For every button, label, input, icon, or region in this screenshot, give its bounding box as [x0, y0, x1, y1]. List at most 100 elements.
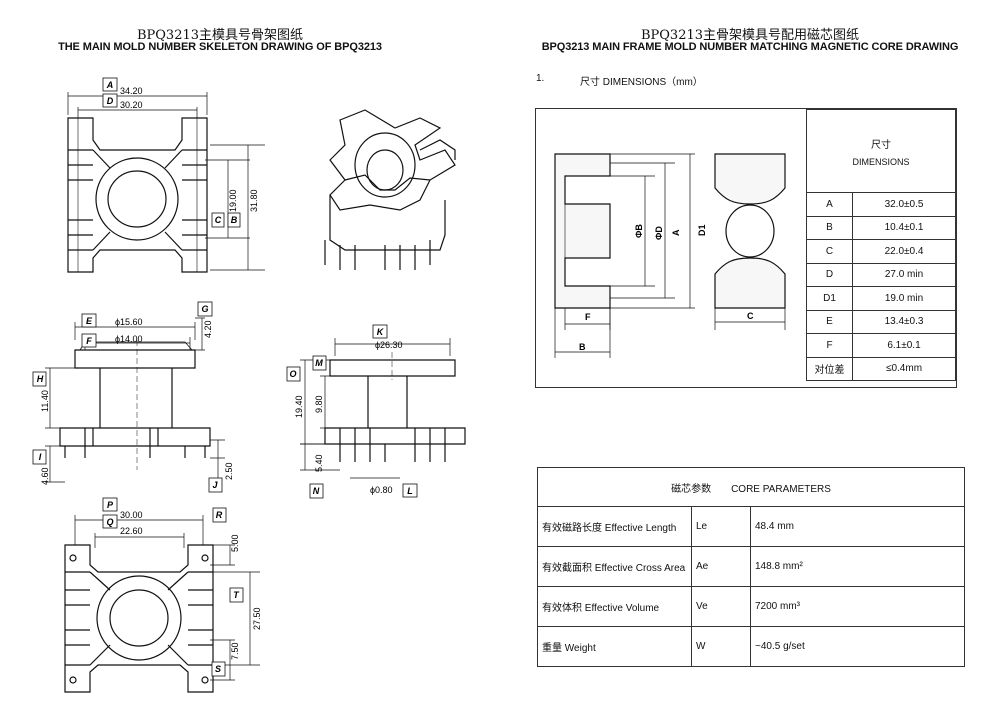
label-O: O	[289, 369, 296, 379]
value-T: 27.50	[252, 607, 262, 630]
param-label: 有效体积 Effective Volume	[537, 586, 692, 627]
label-K: K	[377, 327, 385, 337]
label-N: N	[313, 486, 320, 496]
label-S: S	[215, 664, 221, 674]
value-L: ϕ0.80	[370, 485, 393, 495]
label-M: M	[315, 358, 323, 368]
table-row: 有效体积 Effective Volume Ve 7200 mm³	[537, 586, 965, 627]
dim-value: 6.1±0.1	[852, 333, 956, 358]
label-R: R	[216, 510, 223, 520]
dim-value: 22.0±0.4	[852, 239, 956, 264]
table-row: 有效磁路长度 Effective Length Le 48.4 mm	[537, 506, 965, 547]
value-B: 31.80	[249, 189, 259, 212]
label-E: E	[86, 316, 93, 326]
value-C: 19.00	[228, 189, 238, 212]
param-value: ~40.5 g/set	[750, 626, 965, 667]
label-C: C	[215, 215, 222, 225]
param-value: 48.4 mm	[750, 506, 965, 547]
label-J: J	[212, 480, 218, 490]
core-label-F: F	[585, 312, 591, 322]
table-row: 对位差≤0.4mm	[806, 356, 956, 381]
dim-value: 27.0 min	[852, 262, 956, 287]
param-value: 7200 mm³	[750, 586, 965, 627]
dim-name: B	[806, 215, 853, 240]
bobbin-drawings: A 34.20 D 30.20 C 19.00 B 31.80 E ϕ15.60…	[32, 77, 466, 693]
value-N: 5.40	[314, 454, 324, 472]
dim-value: 19.0 min	[852, 286, 956, 311]
core-drawing: ΦB ΦD A D1 F B C	[554, 153, 786, 358]
dim-name: D	[806, 262, 853, 287]
value-G: 4.20	[203, 320, 213, 338]
param-symbol: Ae	[691, 546, 751, 587]
core-label-D1: D1	[697, 224, 707, 236]
left-title-cn: BPQ3213主模具号骨架图纸	[136, 28, 304, 43]
dim-name: F	[806, 333, 853, 358]
label-I: I	[39, 452, 42, 462]
label-T: T	[233, 590, 240, 600]
bobbin-front-view	[324, 352, 466, 462]
dimensions-header-en: DIMENSIONS	[852, 156, 910, 167]
value-P: 30.00	[120, 510, 143, 520]
dim-value: 32.0±0.5	[852, 192, 956, 217]
core-label-B: B	[579, 342, 586, 352]
core-parameters-header: 磁芯参数 CORE PARAMETERS	[537, 467, 965, 507]
left-title-en: THE MAIN MOLD NUMBER SKELETON DRAWING OF…	[58, 41, 382, 53]
dim-name: A	[806, 192, 853, 217]
dim-name: C	[806, 239, 853, 264]
core-parameters-table: 磁芯参数 CORE PARAMETERS 有效磁路长度 Effective Le…	[537, 467, 965, 667]
dimensions-header: 尺寸 DIMENSIONS	[806, 109, 956, 193]
value-D: 30.20	[120, 100, 143, 110]
value-A: 34.20	[120, 86, 143, 96]
dim-value: 10.4±0.1	[852, 215, 956, 240]
dim-name: E	[806, 309, 853, 334]
right-title-en: BPQ3213 MAIN FRAME MOLD NUMBER MATCHING …	[541, 41, 959, 53]
label-A: A	[106, 80, 114, 90]
label-H: H	[37, 374, 44, 384]
dim-name: 对位差	[806, 356, 853, 381]
param-label: 有效截面积 Effective Cross Area	[537, 546, 692, 587]
core-drawing-frame	[535, 108, 957, 388]
param-label: 重量 Weight	[537, 626, 692, 667]
bobbin-top-view	[67, 117, 208, 273]
label-P: P	[107, 500, 114, 510]
value-F: ϕ14.00	[115, 334, 143, 344]
value-S: 7.50	[230, 642, 240, 660]
dim-value: 13.4±0.3	[852, 309, 956, 334]
label-Q: Q	[106, 517, 113, 527]
dim-name: D1	[806, 286, 853, 311]
table-row: 有效截面积 Effective Cross Area Ae 148.8 mm²	[537, 546, 965, 587]
label-G: G	[201, 304, 208, 314]
core-label-A: A	[671, 229, 681, 236]
value-H: 11.40	[40, 390, 50, 412]
param-symbol: Le	[691, 506, 751, 547]
param-value: 148.8 mm²	[750, 546, 965, 587]
label-B: B	[231, 215, 238, 225]
dim-value: ≤0.4mm	[852, 356, 956, 381]
core-label-C: C	[747, 311, 754, 321]
core-label-phiB: ΦB	[634, 224, 644, 238]
value-O: 19.40	[294, 395, 304, 418]
bobbin-bottom-view	[64, 544, 214, 693]
value-R: 5.00	[230, 534, 240, 552]
right-title-cn: BPQ3213主骨架模具号配用磁芯图纸	[640, 28, 860, 43]
value-J: 2.50	[224, 462, 234, 480]
param-label: 有效磁路长度 Effective Length	[537, 506, 692, 547]
value-Q: 22.60	[120, 526, 143, 536]
label-F: F	[86, 336, 92, 346]
section-number: 1.	[536, 73, 545, 84]
label-L: L	[407, 486, 413, 496]
value-K: ϕ26.30	[375, 340, 403, 350]
label-D: D	[107, 96, 114, 106]
section-label: 尺寸 DIMENSIONS（mm）	[580, 77, 703, 88]
core-label-phiD: ΦD	[654, 226, 664, 240]
value-E: ϕ15.60	[115, 317, 143, 327]
table-row: 重量 Weight W ~40.5 g/set	[537, 626, 965, 667]
